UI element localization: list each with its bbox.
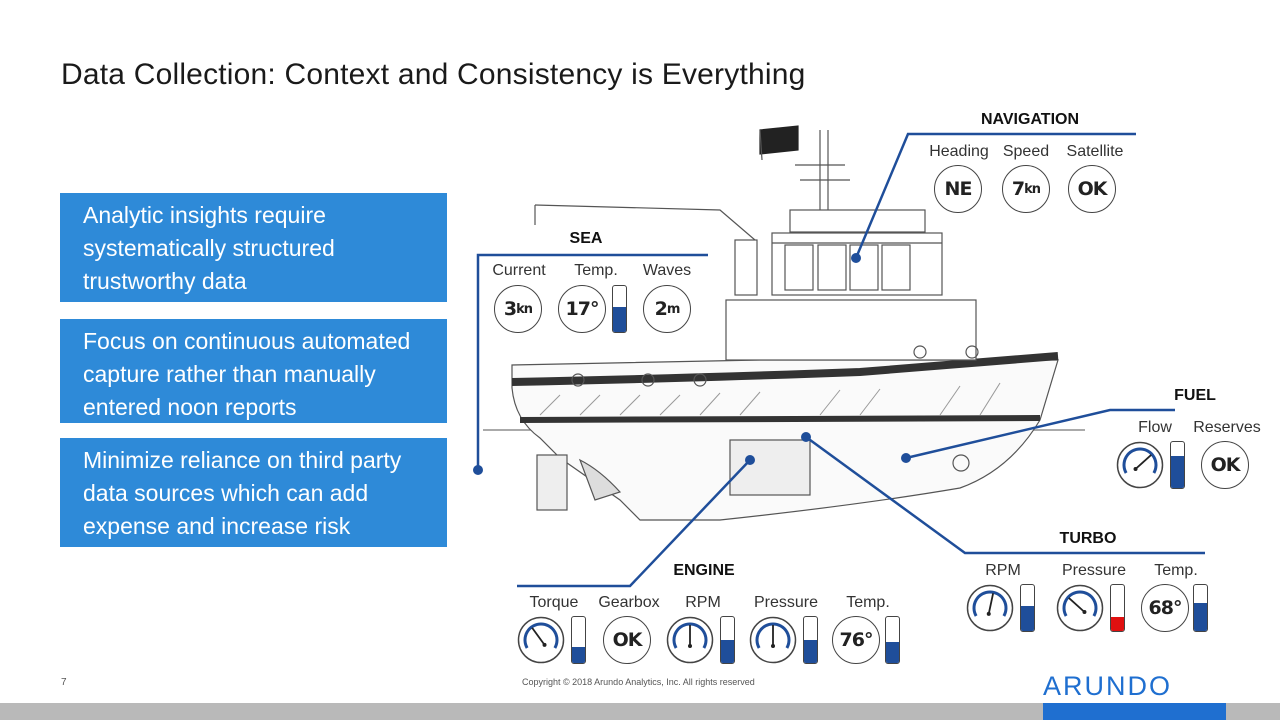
bullet-third-party-data: Minimize reliance on third party data so… (60, 438, 447, 547)
fuel-reserves-indicator: OK (1201, 441, 1249, 489)
engine-torque-level-bar (571, 616, 586, 664)
engine-rpm-level-bar (720, 616, 735, 664)
navigation-heading-label: Heading (929, 143, 989, 160)
turbo-title: TURBO (1059, 530, 1117, 547)
engine-torque-gauge (517, 616, 565, 664)
turbo-pressure-level-bar (1110, 584, 1125, 632)
engine-temp-level-bar (885, 616, 900, 664)
turbo-pressure-label: Pressure (1061, 562, 1127, 579)
engine-rpm-label: RPM (685, 594, 721, 611)
engine-title: ENGINE (673, 562, 735, 579)
bottom-bar (0, 703, 1280, 720)
bullet-automated-capture: Focus on continuous automated capture ra… (60, 319, 447, 423)
engine-gearbox-indicator: OK (603, 616, 651, 664)
navigation-title: NAVIGATION (980, 111, 1080, 128)
fuel-reserves-label: Reserves (1193, 419, 1261, 436)
sea-temp-level-bar (612, 285, 627, 333)
bullet-analytic-insights: Analytic insights require systematically… (60, 193, 447, 302)
sea-temp-indicator: 17° (558, 285, 606, 333)
sea-title: SEA (569, 230, 603, 247)
turbo-temp-indicator: 68° (1141, 584, 1189, 632)
bottom-accent-bar (1043, 703, 1226, 720)
tugboat-illustration (483, 125, 1085, 521)
turbo-rpm-level-bar (1020, 584, 1035, 632)
fuel-flow-level-bar (1170, 441, 1185, 489)
engine-rpm-gauge (666, 616, 714, 664)
sea-current-label: Current (492, 262, 546, 279)
fuel-title: FUEL (1174, 387, 1216, 404)
fuel-flow-gauge (1116, 441, 1164, 489)
navigation-speed-label: Speed (1002, 143, 1050, 160)
turbo-rpm-label: RPM (985, 562, 1021, 579)
engine-gearbox-label: Gearbox (598, 594, 660, 611)
engine-temp-label: Temp. (846, 594, 890, 611)
navigation-satellite-label: Satellite (1066, 143, 1124, 160)
engine-pressure-level-bar (803, 616, 818, 664)
turbo-temp-level-bar (1193, 584, 1208, 632)
page-number: 7 (61, 677, 67, 688)
slide-title: Data Collection: Context and Consistency… (61, 58, 806, 91)
navigation-heading-indicator: NE (934, 165, 982, 213)
sea-waves-label: Waves (642, 262, 692, 279)
turbo-rpm-gauge (966, 584, 1014, 632)
turbo-temp-label: Temp. (1154, 562, 1198, 579)
arundo-logo: ARUNDO (1043, 671, 1173, 701)
sea-temp-label: Temp. (574, 262, 618, 279)
copyright-notice: Copyright © 2018 Arundo Analytics, Inc. … (522, 677, 755, 687)
fuel-flow-label: Flow (1138, 419, 1172, 436)
turbo-pressure-gauge (1056, 584, 1104, 632)
navigation-satellite-indicator: OK (1068, 165, 1116, 213)
engine-torque-label: Torque (529, 594, 579, 611)
engine-temp-indicator: 76° (832, 616, 880, 664)
engine-pressure-label: Pressure (753, 594, 819, 611)
engine-pressure-gauge (749, 616, 797, 664)
